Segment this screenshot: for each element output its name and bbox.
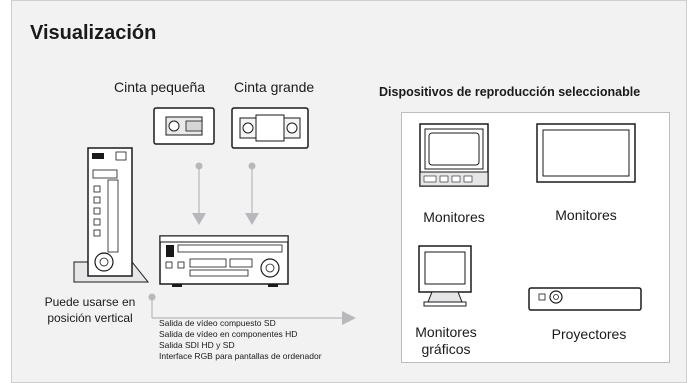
output-arrow <box>148 293 356 325</box>
device-label-projectors: Proyectores <box>551 326 627 342</box>
small-tape-label: Cinta pequeña <box>114 79 206 95</box>
output-item: Salida SDI HD y SD <box>159 340 235 350</box>
tape-arrows <box>192 162 259 225</box>
projector-icon <box>528 287 642 311</box>
horizontal-deck-icon <box>159 235 289 287</box>
small-tape-icon <box>153 107 215 145</box>
graphic-monitor-icon <box>418 245 472 307</box>
output-list: Salida de vídeo compuesto SD Salida de v… <box>159 318 322 362</box>
large-tape-label: Cinta grande <box>234 79 315 95</box>
crt-monitor-icon <box>419 123 489 187</box>
device-label-monitors: Monitores <box>423 209 485 225</box>
output-item: Salida de vídeo en componentes HD <box>159 329 298 339</box>
flat-monitor-icon <box>536 123 636 183</box>
large-tape-icon <box>231 107 309 149</box>
vertical-deck-icon <box>73 147 150 283</box>
device-label-monitors: Monitores <box>555 207 617 223</box>
output-item: Interface RGB para pantallas de ordenado… <box>159 351 322 361</box>
output-item: Salida de vídeo compuesto SD <box>159 318 276 328</box>
device-label-graphic-monitors: Monitores gráficos <box>415 324 477 357</box>
devices-title: Dispositivos de reproducción seleccionab… <box>379 85 641 99</box>
page-title: Visualización <box>30 22 157 44</box>
vertical-use-note: Puede usarse en posición vertical <box>44 295 136 325</box>
